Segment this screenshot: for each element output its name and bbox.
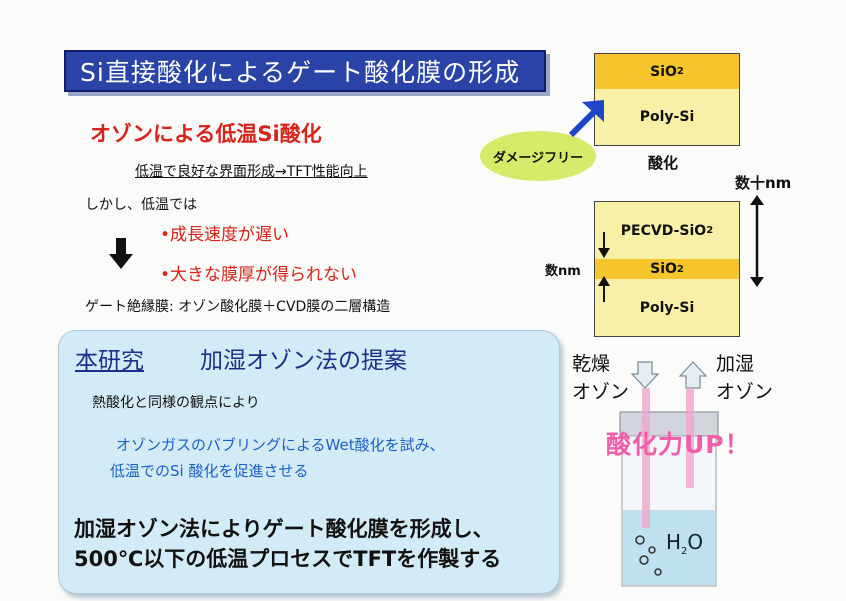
diagonal-arrow-icon: [568, 100, 604, 138]
bubbling-text-line2: 低温でのSi 酸化を促進させる: [110, 462, 309, 480]
oxidation-power-up-label: 酸化力UP！: [606, 430, 751, 459]
ozone-heading: オゾンによる低温Si酸化: [90, 122, 322, 146]
stack-a-poly-si-layer: Poly-Si: [594, 89, 740, 146]
dry-ozone-label: 乾燥オゾン: [572, 353, 630, 403]
benefit-text: 低温で良好な界面形成→TFT性能向上: [135, 164, 368, 180]
conclusion-line2: 500℃以下の低温プロセスでTFTを作製する: [74, 547, 502, 571]
gate-insulator-text: ゲート絶縁膜: オゾン酸化膜＋CVD膜の二層構造: [85, 299, 391, 315]
bubbling-text-line1: オゾンガスのバブリングによるWet酸化を試み、: [116, 436, 445, 454]
thickness-double-arrow-icon: [750, 195, 764, 287]
bubbler-apparatus: [619, 361, 719, 587]
page-title: Si直接酸化によるゲート酸化膜の形成: [64, 50, 546, 92]
stack-b-poly-si-layer: Poly-Si: [594, 279, 740, 337]
few-nm-label: 数nm: [545, 264, 581, 279]
proposal-label: 本研究: [75, 348, 144, 374]
proposal-title: 加湿オゾン法の提案: [200, 348, 407, 374]
down-arrow-icon: [109, 238, 133, 269]
however-text: しかし、低温では: [85, 197, 197, 213]
humid-ozone-label: 加湿オゾン: [716, 353, 774, 403]
damage-free-label: ダメージフリー: [480, 131, 596, 181]
conclusion-line1: 加湿オゾン法によりゲート酸化膜を形成し、: [74, 517, 494, 541]
issue-slow-growth: •成長速度が遅い: [160, 225, 290, 245]
few-nm-arrows-icon: [598, 232, 610, 302]
proposal-panel: [58, 330, 560, 594]
oxidation-label: 酸化: [648, 154, 679, 172]
water-label: H2O: [666, 530, 704, 557]
tens-nm-label: 数十nm: [735, 174, 792, 192]
thermal-text: 熱酸化と同様の観点により: [92, 395, 260, 411]
issue-thin-film: •大きな膜厚が得られない: [160, 265, 358, 285]
